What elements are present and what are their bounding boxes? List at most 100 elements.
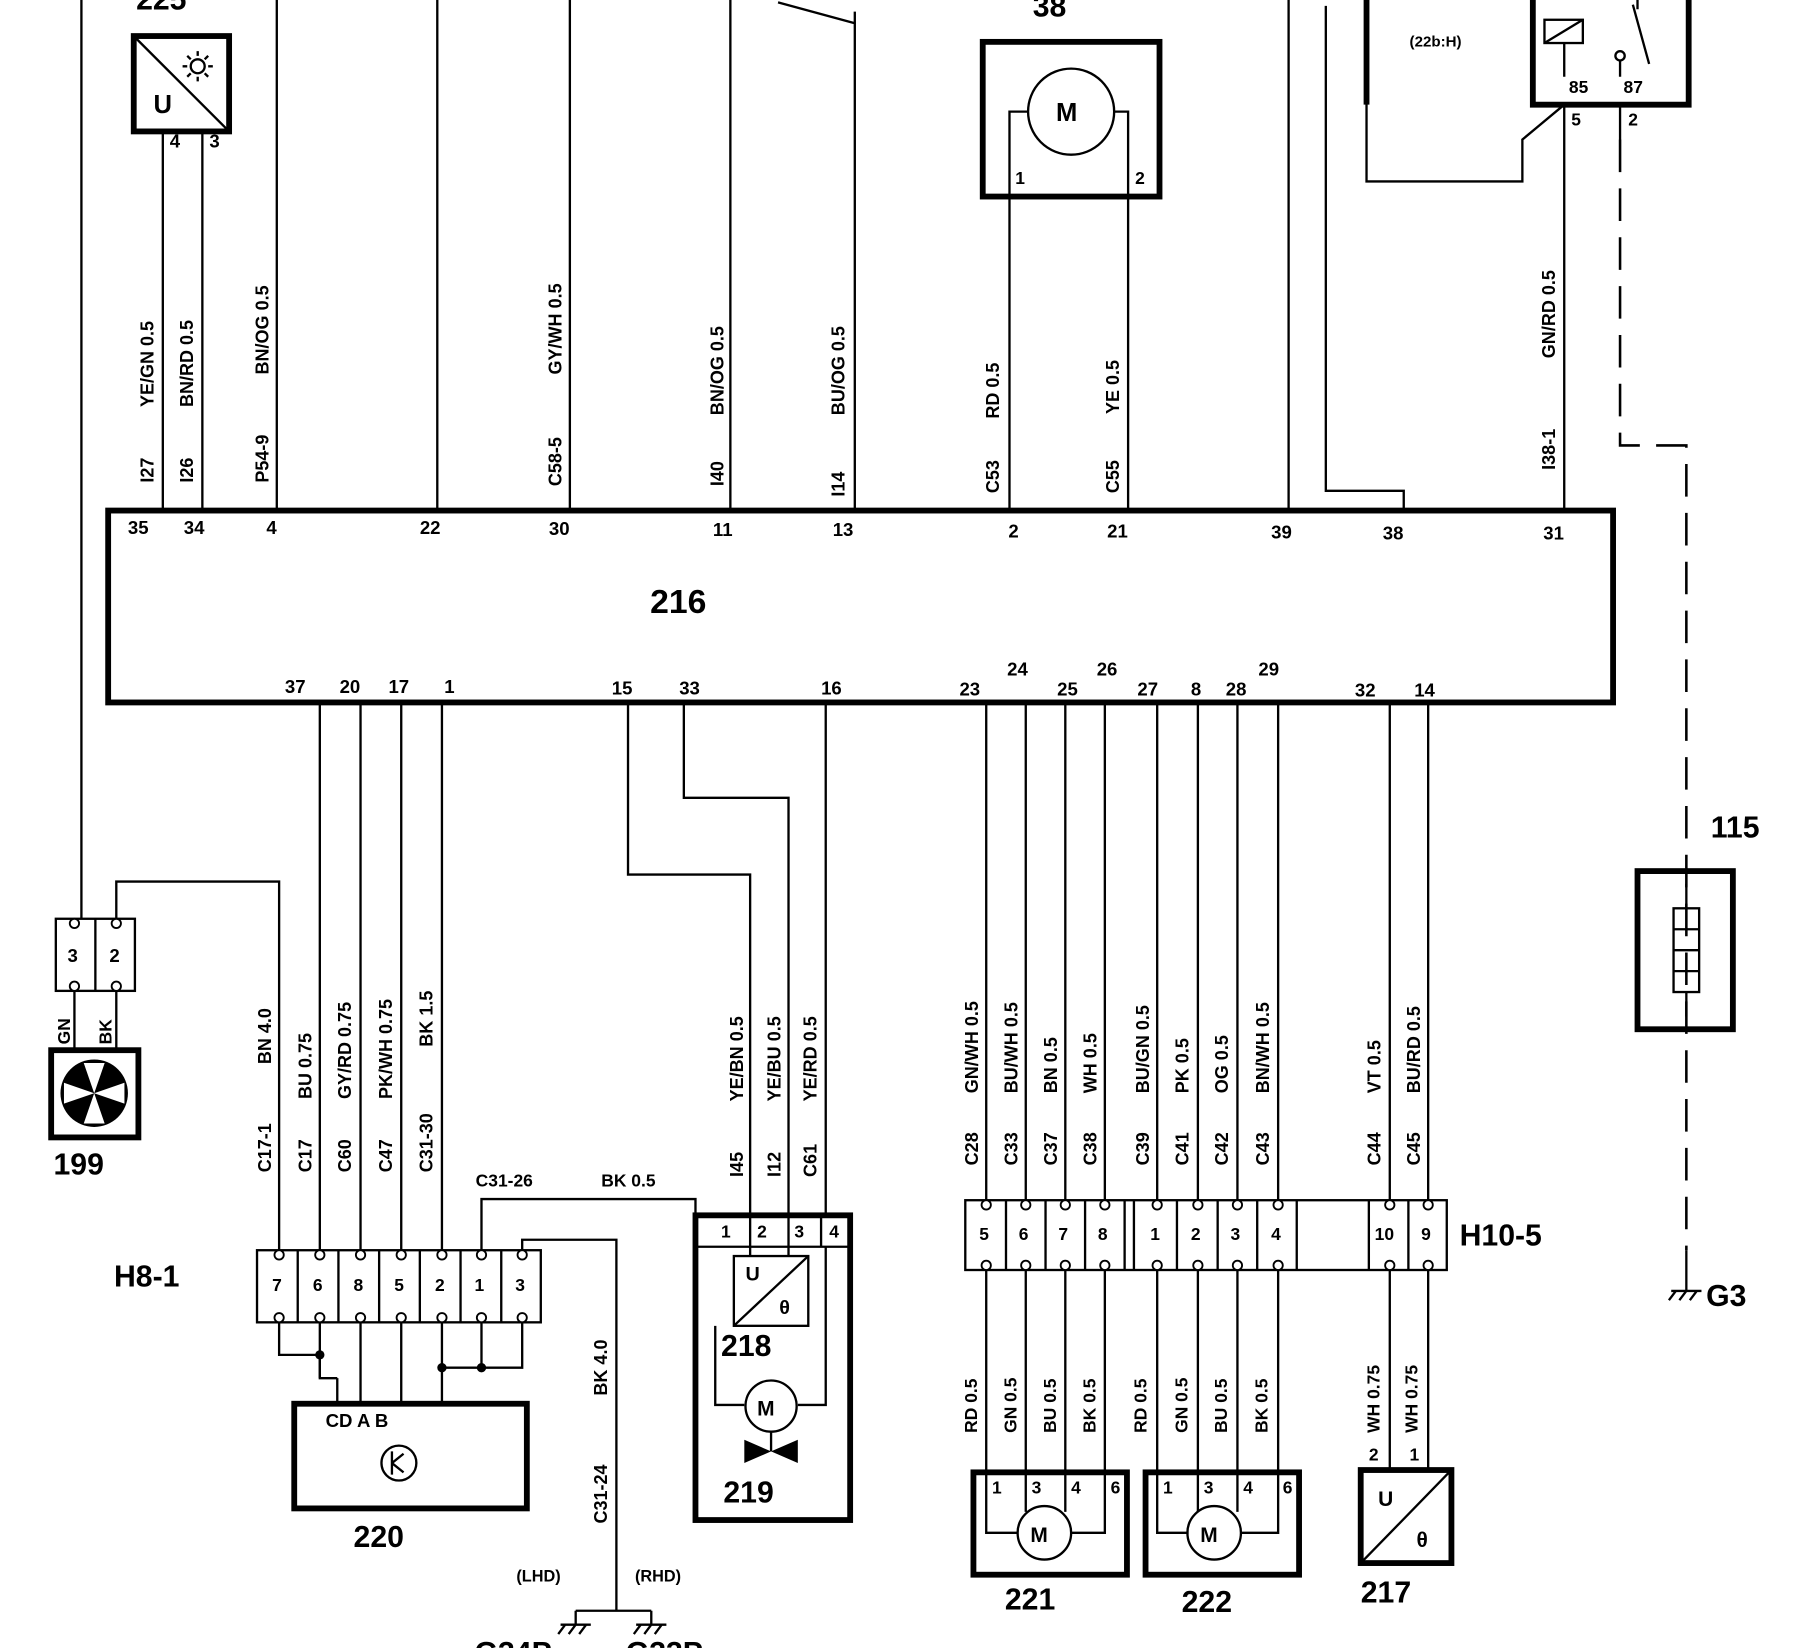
motor-wire-labels: RD 0.5 GN 0.5 BU 0.5 BK 0.5 RD 0.5 GN 0.… bbox=[961, 1365, 1422, 1433]
svg-text:16: 16 bbox=[821, 677, 842, 698]
svg-text:BN/RD 0.5: BN/RD 0.5 bbox=[177, 320, 197, 407]
svg-text:6: 6 bbox=[1283, 1477, 1293, 1497]
svg-text:GN 0.5: GN 0.5 bbox=[1000, 1377, 1020, 1433]
svg-text:11: 11 bbox=[713, 519, 733, 540]
svg-text:7: 7 bbox=[272, 1275, 282, 1295]
svg-text:M: M bbox=[1056, 99, 1077, 127]
svg-text:WH 0.5: WH 0.5 bbox=[1081, 1033, 1101, 1093]
svg-text:P54-9: P54-9 bbox=[253, 435, 273, 483]
motor-222: M 1 3 4 6 bbox=[1142, 1469, 1302, 1578]
svg-text:GY/RD 0.75: GY/RD 0.75 bbox=[335, 1002, 355, 1099]
svg-text:WH 0.75: WH 0.75 bbox=[1363, 1365, 1383, 1433]
h81-wire-id: C31-26 bbox=[476, 1170, 533, 1190]
svg-text:BK 0.5: BK 0.5 bbox=[1080, 1378, 1100, 1433]
svg-text:2: 2 bbox=[1008, 520, 1018, 541]
fan-connector: 3 2 bbox=[54, 917, 137, 993]
sun-icon bbox=[182, 51, 213, 82]
svg-text:3: 3 bbox=[67, 945, 77, 966]
rhd-label: (RHD) bbox=[635, 1568, 681, 1586]
svg-text:10: 10 bbox=[1375, 1224, 1394, 1244]
svg-text:BU/WH 0.5: BU/WH 0.5 bbox=[1002, 1002, 1022, 1093]
svg-text:CD A B: CD A B bbox=[326, 1410, 389, 1431]
h105-connector: 5 6 7 8 1 2 3 4 10 9 bbox=[964, 1199, 1448, 1272]
svg-text:U: U bbox=[745, 1263, 759, 1285]
svg-text:32: 32 bbox=[1355, 680, 1376, 701]
svg-text:C41: C41 bbox=[1173, 1132, 1193, 1165]
svg-text:35: 35 bbox=[128, 517, 149, 538]
bottom-wire-labels: BN 4.0 C17-1 BU 0.75 C17 GY/RD 0.75 C60 … bbox=[255, 991, 1424, 1177]
svg-text:3: 3 bbox=[794, 1221, 804, 1241]
svg-text:26: 26 bbox=[1097, 659, 1118, 680]
svg-text:BU/RD 0.5: BU/RD 0.5 bbox=[1404, 1006, 1424, 1093]
svg-text:C60: C60 bbox=[335, 1139, 355, 1172]
svg-text:20: 20 bbox=[340, 676, 361, 697]
sensor-217: U θ bbox=[1357, 1467, 1455, 1566]
svg-text:BU 0.5: BU 0.5 bbox=[1040, 1378, 1060, 1433]
svg-text:28: 28 bbox=[1226, 678, 1247, 699]
fan-199 bbox=[48, 1047, 142, 1141]
svg-text:4: 4 bbox=[266, 517, 277, 538]
svg-text:21: 21 bbox=[1107, 520, 1128, 541]
svg-text:U: U bbox=[154, 91, 172, 119]
svg-text:38: 38 bbox=[1383, 523, 1404, 544]
h81-label: H8-1 bbox=[114, 1260, 179, 1293]
svg-text:θ: θ bbox=[779, 1297, 790, 1319]
svg-text:PK/WH 0.75: PK/WH 0.75 bbox=[376, 999, 396, 1099]
svg-text:3: 3 bbox=[515, 1275, 525, 1295]
svg-text:BU/OG 0.5: BU/OG 0.5 bbox=[828, 326, 848, 415]
svg-text:C53: C53 bbox=[983, 460, 1003, 493]
svg-text:17: 17 bbox=[388, 676, 409, 697]
svg-text:34: 34 bbox=[184, 517, 205, 538]
svg-text:C17-1: C17-1 bbox=[255, 1123, 275, 1172]
svg-text:1: 1 bbox=[992, 1477, 1002, 1497]
svg-text:PK 0.5: PK 0.5 bbox=[1173, 1038, 1193, 1093]
motor-38: M 1 2 bbox=[979, 38, 1163, 200]
svg-text:15: 15 bbox=[612, 677, 633, 698]
svg-text:24: 24 bbox=[1007, 659, 1028, 680]
ground-icon bbox=[557, 1623, 667, 1635]
svg-text:BK 0.5: BK 0.5 bbox=[1252, 1378, 1272, 1433]
svg-text:U: U bbox=[1378, 1488, 1393, 1511]
svg-text:C47: C47 bbox=[376, 1139, 396, 1172]
svg-text:BK 4.0: BK 4.0 bbox=[591, 1340, 611, 1396]
svg-text:YE 0.5: YE 0.5 bbox=[1103, 360, 1123, 414]
svg-text:9: 9 bbox=[1421, 1224, 1431, 1244]
svg-text:C44: C44 bbox=[1364, 1132, 1384, 1165]
fan-icon bbox=[744, 1431, 798, 1464]
svg-text:M: M bbox=[757, 1397, 774, 1420]
svg-text:14: 14 bbox=[1414, 680, 1435, 701]
svg-text:4: 4 bbox=[1243, 1477, 1253, 1497]
ecu-label: 216 bbox=[650, 583, 706, 621]
svg-text:2: 2 bbox=[1628, 110, 1638, 130]
svg-text:33: 33 bbox=[679, 677, 700, 698]
svg-text:RD 0.5: RD 0.5 bbox=[961, 1378, 981, 1433]
svg-text:VT 0.5: VT 0.5 bbox=[1364, 1040, 1384, 1093]
unit-220: CD A B bbox=[291, 1400, 530, 1512]
svg-text:GN/RD 0.5: GN/RD 0.5 bbox=[1539, 270, 1559, 358]
svg-text:22: 22 bbox=[420, 517, 441, 538]
svg-text:3: 3 bbox=[1204, 1477, 1214, 1497]
heater-115-label: 115 bbox=[1711, 811, 1760, 844]
svg-text:87: 87 bbox=[1624, 77, 1643, 97]
svg-text:C31-24: C31-24 bbox=[591, 1464, 611, 1523]
svg-text:BU 0.75: BU 0.75 bbox=[296, 1033, 316, 1099]
relay-115: (22b:H) 85 87 5 2 bbox=[1363, 0, 1692, 130]
sensor-217-label: 217 bbox=[1361, 1577, 1411, 1610]
motor-38-label: 38 bbox=[1033, 0, 1067, 23]
svg-text:4: 4 bbox=[1271, 1224, 1281, 1244]
svg-text:RD 0.5: RD 0.5 bbox=[983, 363, 1003, 419]
svg-text:C31-30: C31-30 bbox=[417, 1113, 437, 1172]
svg-text:(22b:H): (22b:H) bbox=[1410, 34, 1462, 51]
svg-text:C33: C33 bbox=[1002, 1132, 1022, 1165]
svg-text:6: 6 bbox=[313, 1275, 323, 1295]
svg-text:YE/BN 0.5: YE/BN 0.5 bbox=[727, 1016, 747, 1101]
svg-text:7: 7 bbox=[1058, 1224, 1068, 1244]
motor-221: M 1 3 4 6 bbox=[970, 1469, 1130, 1578]
h81-connector: 7 6 8 5 2 1 3 bbox=[255, 1249, 542, 1324]
svg-text:30: 30 bbox=[549, 518, 570, 539]
ground-g33p: G33P bbox=[626, 1637, 703, 1648]
svg-text:5: 5 bbox=[979, 1224, 989, 1244]
top-wire-labels: YE/GN 0.5 I27 BN/RD 0.5 I26 BN/OG 0.5 P5… bbox=[138, 270, 1559, 497]
svg-text:BN 0.5: BN 0.5 bbox=[1041, 1037, 1061, 1093]
svg-text:BN 4.0: BN 4.0 bbox=[255, 1008, 275, 1064]
